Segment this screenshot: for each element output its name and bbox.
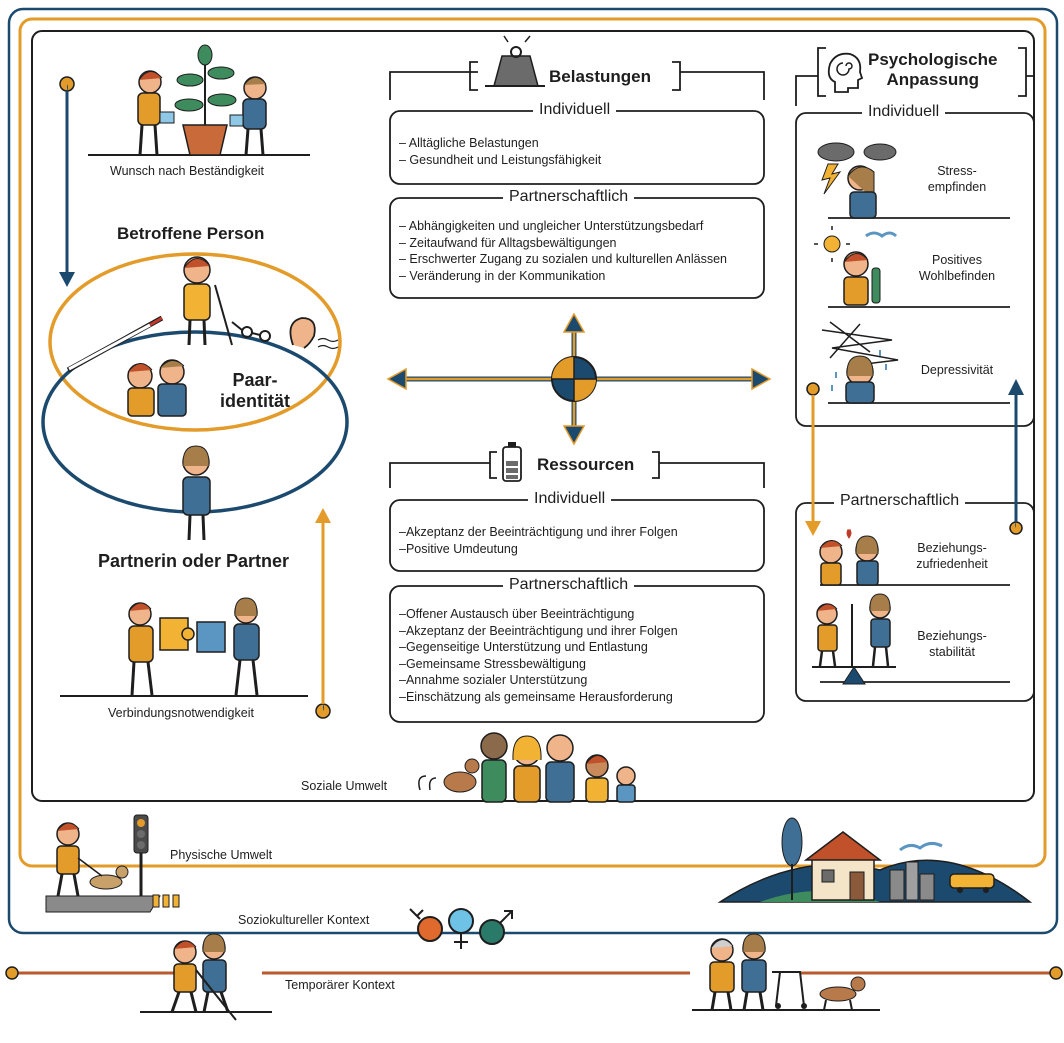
ressourcen-individuell-heading: Individuell xyxy=(528,490,612,508)
wellbeing-icon xyxy=(814,226,898,306)
list-item: –Akzeptanz der Beeinträchtigung und ihre… xyxy=(399,525,678,539)
soziokultureller-frame xyxy=(7,7,1059,935)
psych-item-wohlbefinden: Positives Wohlbefinden xyxy=(912,252,1002,284)
list-item: –Offener Austausch über Beeinträchtigung xyxy=(399,607,635,621)
belastungen-partnerschaftlich-heading: Partnerschaftlich xyxy=(503,188,635,206)
paar-line2: identität xyxy=(220,391,290,411)
psych-item-line1: Positives xyxy=(931,253,983,267)
belastungen-title: Belastungen xyxy=(549,67,652,86)
weight-icon xyxy=(485,35,545,87)
list-item: –Einschätzung als gemeinsame Herausforde… xyxy=(399,689,673,704)
ressourcen-title: Ressourcen xyxy=(537,455,635,474)
elderly-couple-walker-icon xyxy=(692,933,880,1011)
psych-item-line2: empfinden xyxy=(927,180,987,194)
person-watering-left-icon xyxy=(137,70,175,156)
timeline-end-dot xyxy=(1049,966,1063,980)
depression-icon xyxy=(821,321,899,404)
paaridentitaet-label: Paar- identität xyxy=(220,370,290,412)
partner-label: Partnerin oder Partner xyxy=(98,551,290,571)
satisfaction-icon xyxy=(819,529,879,586)
psych-item-line1: Beziehungs- xyxy=(917,629,987,643)
psych-item-line2: Wohlbefinden xyxy=(918,269,996,283)
puzzle-person-left-icon xyxy=(128,602,154,696)
soziale-umwelt-label: Soziale Umwelt xyxy=(301,779,388,793)
psych-item-line1: Beziehungs- xyxy=(917,541,987,555)
gender-symbols-icon xyxy=(409,908,513,949)
list-item: – Abhängigkeiten und ungleicher Unterstü… xyxy=(399,219,704,233)
psych-partnerschaftlich-heading: Partnerschaftlich xyxy=(834,492,966,510)
betroffene-person-label: Betroffene Person xyxy=(117,224,265,243)
battery-icon xyxy=(502,442,522,482)
list-item: – Gesundheit und Leistungsfähigkeit xyxy=(399,152,602,167)
young-couple-walking-icon xyxy=(140,933,272,1021)
person-watering-right-icon xyxy=(229,76,267,156)
puzzle-person-right-icon xyxy=(233,597,260,696)
psych-item-stabilitaet: Beziehungs- stabilität xyxy=(902,628,1002,660)
social-crowd-icon xyxy=(418,732,636,803)
ressourcen-partnerschaftlich-heading: Partnerschaftlich xyxy=(503,576,635,594)
stability-icon xyxy=(812,593,896,685)
list-item: –Gemeinsame Stressbewältigung xyxy=(399,656,586,671)
list-item: – Zeitaufwand für Alltagsbewältigungen xyxy=(399,235,617,250)
affected-person-icon xyxy=(183,256,233,346)
psych-title-line2: Anpassung xyxy=(886,70,979,89)
psych-item-line1: Stress- xyxy=(937,164,977,178)
ressourcen-partnerschaftlich-list: –Offener Austausch über Beeinträchtigung… xyxy=(399,606,678,705)
partner-person-icon xyxy=(182,445,211,541)
ear-icon xyxy=(289,317,339,350)
crossing-icon xyxy=(45,894,180,913)
psych-item-depressivitaet: Depressivität xyxy=(907,362,1007,378)
wunsch-label: Wunsch nach Beständigkeit xyxy=(110,164,265,178)
timeline-start-dot xyxy=(5,966,19,980)
house-landscape-icon xyxy=(717,817,1033,903)
physische-umwelt-frame xyxy=(18,17,1047,868)
glasses-icon xyxy=(231,321,271,342)
list-item: – Veränderung in der Kommunikation xyxy=(399,268,606,283)
psych-item-line2: stabilität xyxy=(929,645,975,659)
psych-individuell-heading: Individuell xyxy=(862,103,946,121)
traffic-light-icon xyxy=(133,814,149,896)
plant-icon xyxy=(174,44,237,156)
puzzle-icon xyxy=(159,617,226,653)
verbindung-label: Verbindungsnotwendigkeit xyxy=(108,706,254,720)
betroffene-ellipse xyxy=(48,252,342,432)
paar-line1: Paar- xyxy=(232,370,278,390)
stress-icon xyxy=(817,142,897,219)
ressourcen-individuell-list: –Akzeptanz der Beeinträchtigung und ihre… xyxy=(399,524,678,557)
hugging-couple-icon xyxy=(127,359,187,417)
belastungen-individuell-heading: Individuell xyxy=(533,101,617,119)
belastungen-individuell-list: – Alltägliche Belastungen – Gesundheit u… xyxy=(399,135,601,168)
center-compass-icon xyxy=(551,356,597,402)
psych-item-zufriedenheit: Beziehungs- zufriedenheit xyxy=(902,540,1002,572)
soziokultureller-kontext-label: Soziokultureller Kontext xyxy=(238,913,370,927)
white-cane-icon xyxy=(66,315,164,373)
list-item: –Gegenseitige Unterstützung und Entlastu… xyxy=(399,640,648,654)
head-spiral-icon xyxy=(827,52,864,93)
list-item: –Positive Umdeutung xyxy=(399,541,518,556)
psych-title-line1: Psychologische xyxy=(868,50,998,69)
list-item: – Alltägliche Belastungen xyxy=(399,136,539,150)
list-item: – Erschwerter Zugang zu sozialen und kul… xyxy=(399,252,727,266)
psych-title: Psychologische Anpassung xyxy=(868,50,997,90)
physische-umwelt-label: Physische Umwelt xyxy=(170,848,273,862)
list-item: –Akzeptanz der Beeinträchtigung und ihre… xyxy=(399,623,678,638)
guide-dog-walker-icon xyxy=(56,822,129,897)
list-item: –Annahme sozialer Unterstützung xyxy=(399,673,588,687)
belastungen-partnerschaftlich-list: – Abhängigkeiten und ungleicher Unterstü… xyxy=(399,218,727,284)
psych-item-line1: Depressivität xyxy=(920,363,994,377)
psych-item-line2: zufriedenheit xyxy=(916,557,988,571)
temporaerer-kontext-label: Temporärer Kontext xyxy=(285,978,395,992)
psych-item-stress: Stress- empfinden xyxy=(912,163,1002,195)
